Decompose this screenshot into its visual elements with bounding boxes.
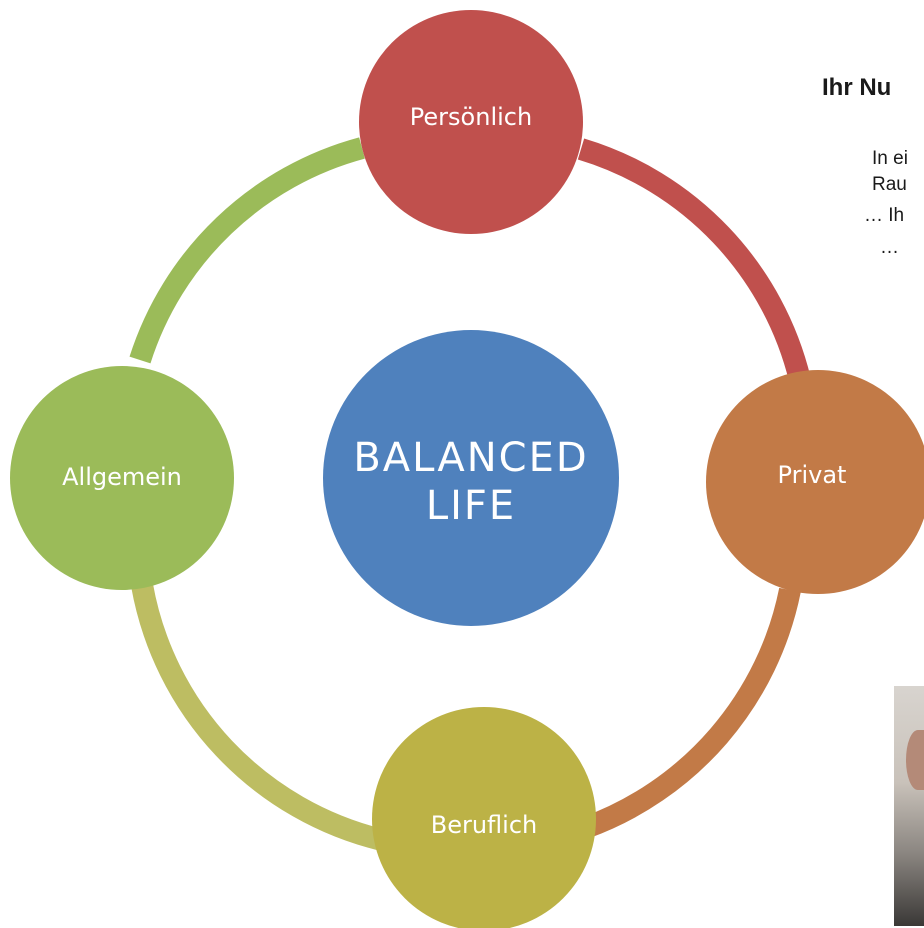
node-allgemein-label: Allgemein (62, 463, 182, 491)
center-label-line1: BALANCED (353, 435, 588, 481)
node-beruflich: Beruflich (372, 707, 596, 928)
bullet-line-1: … Ih (864, 205, 905, 226)
portrait-photo (894, 686, 924, 926)
node-persoenlich-circle (359, 10, 583, 234)
center-circle (323, 330, 619, 626)
ring-arc-allgemein-persoenlich (129, 137, 365, 364)
ring-arc-beruflich-allgemein (131, 583, 385, 851)
node-beruflich-label: Beruflich (431, 811, 538, 839)
center-label-line2: LIFE (426, 483, 516, 529)
intro-paragraph: In ei Rau (872, 146, 908, 198)
bullet-line-2: … (880, 237, 899, 258)
ring-arc-privat-beruflich (581, 587, 801, 839)
intro-line-2: Rau (872, 174, 907, 195)
section-heading: Ihr Nu (822, 74, 892, 101)
node-allgemein-circle (10, 366, 234, 590)
intro-line-1: In ei (872, 148, 908, 169)
node-beruflich-circle (372, 707, 596, 928)
node-persoenlich-label: Persönlich (410, 103, 532, 131)
node-privat-label: Privat (778, 461, 847, 489)
node-allgemein: Allgemein (10, 366, 234, 590)
node-persoenlich: Persönlich (359, 10, 583, 234)
node-privat: Privat (706, 370, 924, 594)
portrait-face (906, 730, 924, 790)
ring-arc-persoenlich-privat (577, 138, 811, 383)
node-privat-circle (706, 370, 924, 594)
